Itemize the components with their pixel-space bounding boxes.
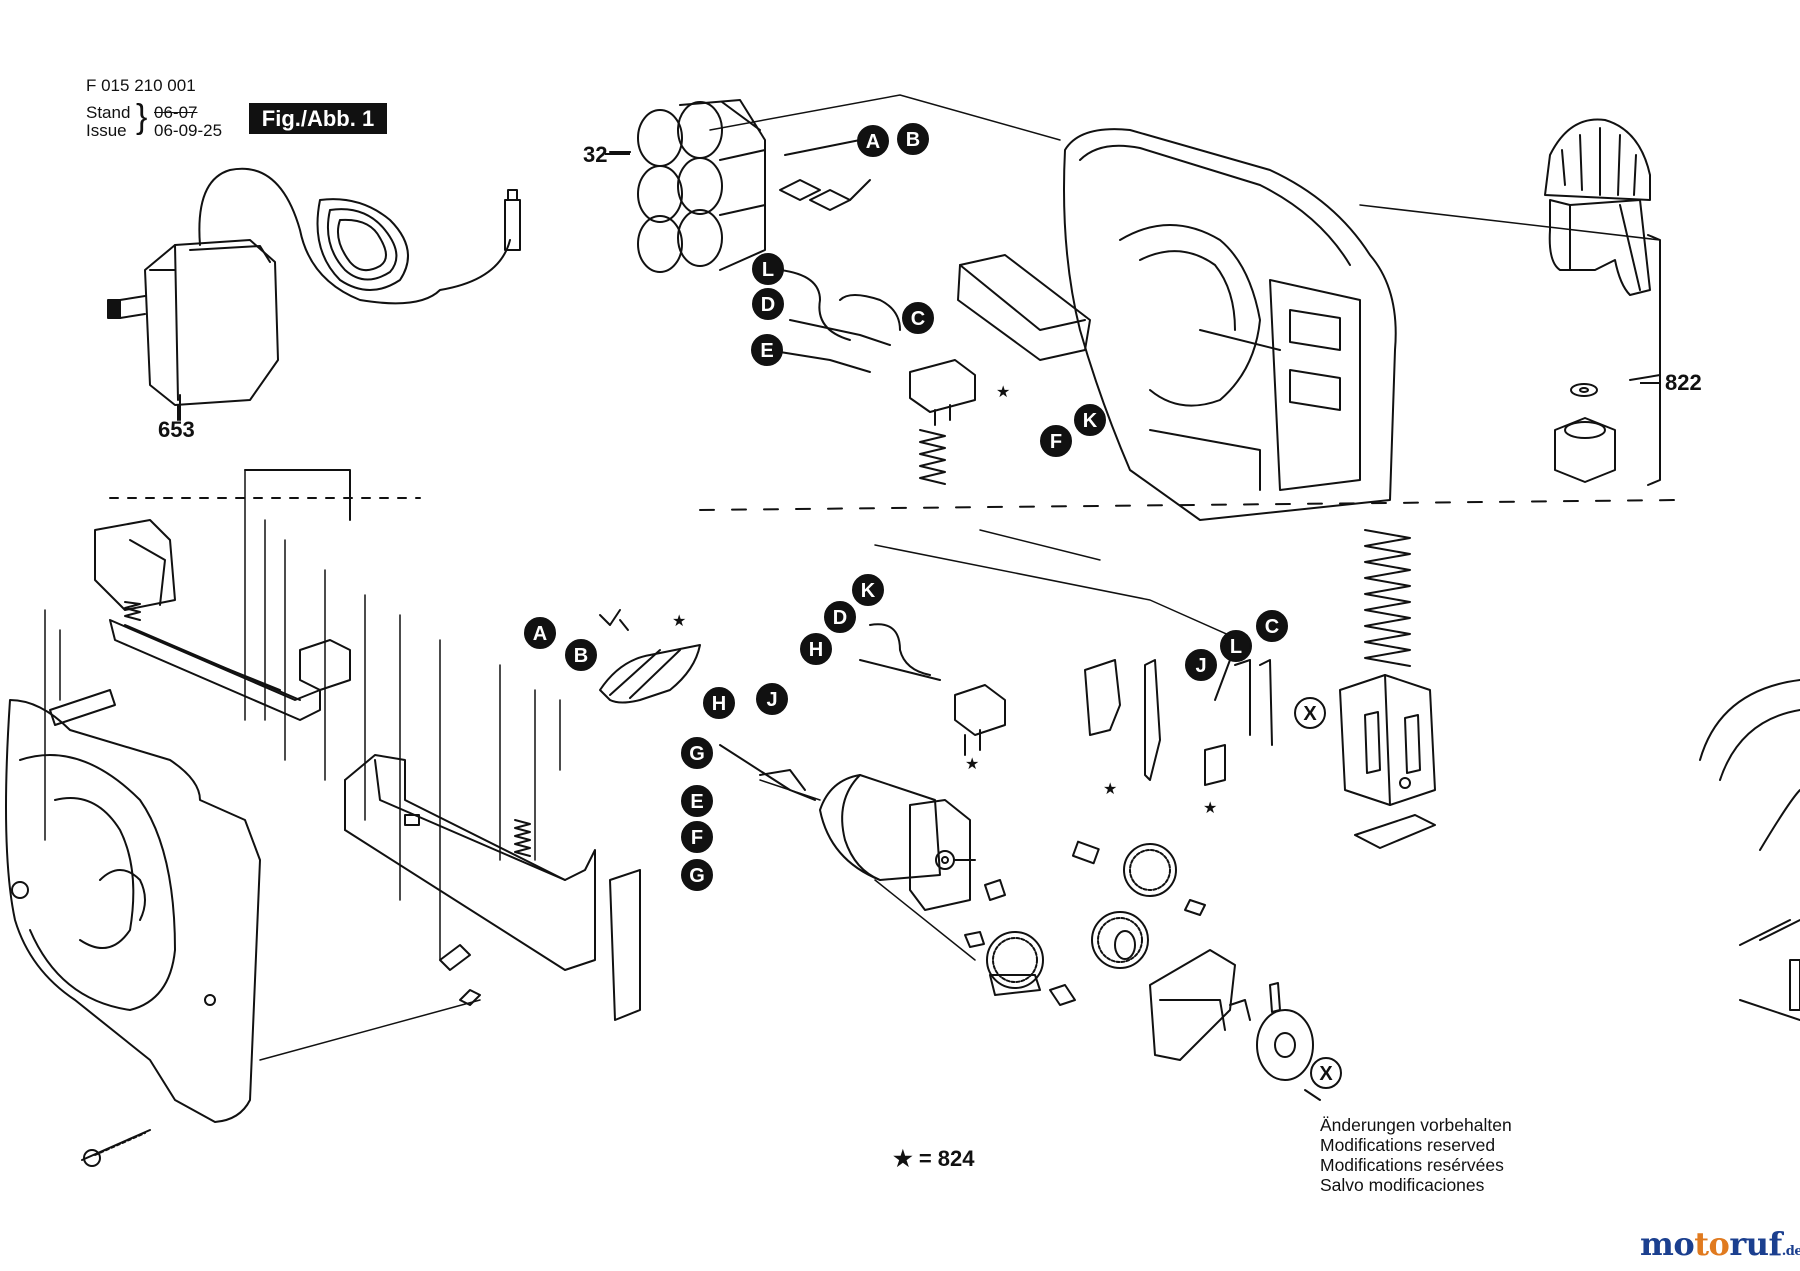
callout-label-a: A: [866, 131, 880, 153]
callout-circle-a: [857, 125, 889, 157]
callout-label-h: H: [809, 639, 823, 661]
watermark-ruf: ruf: [1729, 1225, 1782, 1263]
callout-label-g: G: [689, 743, 705, 765]
callout-circle-f: [1040, 425, 1072, 457]
note-line: Salvo modificaciones: [1320, 1175, 1485, 1195]
callout-circle-e: [751, 334, 783, 366]
svg-text:★: ★: [1103, 781, 1117, 798]
callout-label-k: K: [1083, 410, 1098, 432]
note-line: Modifications resérvées: [1320, 1155, 1504, 1175]
callout-label-f: F: [691, 827, 703, 849]
issue-value: 06-09-25: [154, 121, 223, 140]
part-number-charger: 653: [158, 417, 195, 442]
callout-label-g: G: [689, 865, 705, 887]
watermark-mo: mo: [1640, 1225, 1695, 1263]
callout-label-h: H: [712, 693, 726, 715]
callout-label-l: L: [762, 259, 774, 281]
notes-block: Änderungen vorbehalten Modifications res…: [1320, 1115, 1512, 1195]
star-legend: ★ = 824: [893, 1146, 975, 1171]
stand-label: Stand: [86, 103, 131, 122]
callout-label-e: E: [760, 340, 773, 362]
callout-circle-g: [681, 859, 713, 891]
callout-label-b: B: [574, 645, 588, 667]
callout-circle-b: [565, 639, 597, 671]
callout-label-f: F: [1050, 431, 1062, 453]
stand-value: 06-07: [154, 103, 198, 122]
callout-circle-k: [852, 574, 884, 606]
callout-circle-g: [681, 737, 713, 769]
svg-text:★: ★: [996, 384, 1010, 401]
callout-circle-c: [902, 302, 934, 334]
issue-label: Issue: [86, 121, 127, 140]
callout-circle-a: [524, 617, 556, 649]
callout-circle-d: [752, 288, 784, 320]
callout-circle-j: [1185, 649, 1217, 681]
part-number-battery: 32: [583, 142, 607, 167]
callout-label-k: K: [861, 580, 876, 602]
svg-text:★: ★: [672, 613, 686, 630]
callout-label-b: B: [906, 129, 920, 151]
part-number-knob: 822: [1665, 370, 1702, 395]
callout-circle-d: [824, 601, 856, 633]
charger-illustration: [107, 167, 521, 421]
callout-label-a: A: [533, 623, 547, 645]
callout-label-e: E: [690, 791, 703, 813]
callout-circle-x: [1310, 1057, 1342, 1089]
motor-illustration: [819, 774, 976, 911]
callout-circle-e: [681, 785, 713, 817]
note-line: Modifications reserved: [1320, 1135, 1496, 1155]
callout-circle-b: [897, 123, 929, 155]
part-number: F 015 210 001: [86, 76, 196, 95]
svg-text:★: ★: [1203, 800, 1217, 817]
callout-label-j: J: [766, 689, 777, 711]
callout-label-x: X: [1303, 703, 1317, 725]
note-line: Änderungen vorbehalten: [1320, 1115, 1512, 1135]
callout-circle-k: [1074, 404, 1106, 436]
callout-label-x: X: [1319, 1063, 1333, 1085]
callout-label-c: C: [911, 308, 925, 330]
callout-label-j: J: [1195, 655, 1206, 677]
figure-label: Fig./Abb. 1: [249, 103, 387, 134]
watermark-tld: .de: [1781, 1244, 1800, 1259]
brace-icon: }: [136, 98, 148, 136]
callout-circle-f: [681, 821, 713, 853]
callout-circle-h: [800, 633, 832, 665]
battery-illustration: [614, 99, 766, 273]
watermark-logo: motoruf.de: [1640, 1225, 1800, 1263]
callout-label-d: D: [761, 294, 775, 316]
callout-circle-j: [756, 683, 788, 715]
callout-circle-l: [752, 253, 784, 285]
callout-circle-x: [1294, 697, 1326, 729]
housing-illustration: [1063, 128, 1397, 521]
callout-label-c: C: [1265, 616, 1279, 638]
left-housing-illustration: [5, 699, 261, 1123]
callout-label-l: L: [1230, 636, 1242, 658]
gears-illustration: [964, 840, 1206, 1006]
callout-circle-h: [703, 687, 735, 719]
callout-circle-c: [1256, 610, 1288, 642]
svg-text:★: ★: [965, 756, 979, 773]
watermark-to: to: [1694, 1225, 1730, 1263]
callout-circle-l: [1220, 630, 1252, 662]
knob-illustration: [1544, 118, 1661, 486]
callout-label-d: D: [833, 607, 847, 629]
